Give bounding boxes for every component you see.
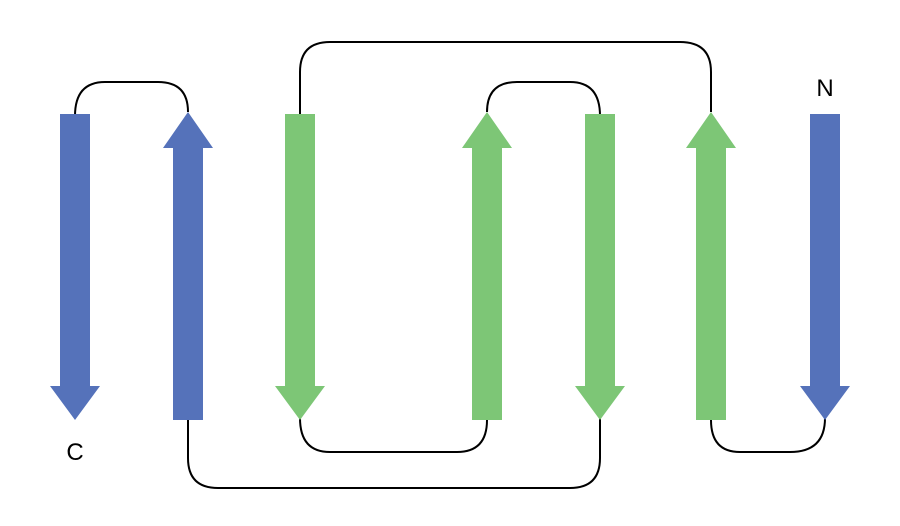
strand-arrow-green-down-2: [575, 114, 625, 420]
loop-strand2-strand3: [299, 41, 712, 116]
n-terminus-label: N: [816, 75, 833, 102]
c-terminus-label: C: [66, 439, 83, 466]
strand-arrow-blue-down-c: [50, 114, 100, 420]
strand-arrow-green-up-1: [462, 112, 512, 420]
strand-arrow-blue-down-n: [800, 114, 850, 420]
loop-strand4-strand5: [486, 81, 601, 117]
loop-strand1-strand2: [710, 417, 826, 453]
loops: [74, 41, 826, 489]
loop-strand3-strand4: [299, 417, 488, 453]
loop-strand6-strand7: [74, 81, 189, 117]
strand-arrow-green-down-1: [275, 114, 325, 420]
strand-arrow-blue-up: [163, 112, 213, 420]
strands: [50, 112, 850, 420]
loop-strand5-strand6: [187, 418, 601, 489]
strand-arrow-green-up-2: [686, 112, 736, 420]
